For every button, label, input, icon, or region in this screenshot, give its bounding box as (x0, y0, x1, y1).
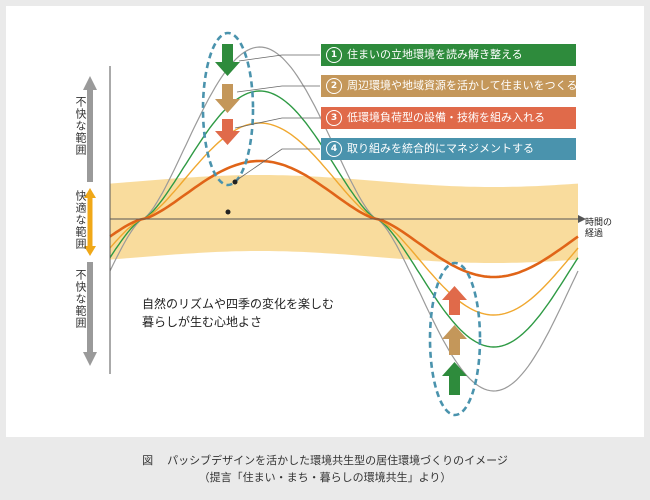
step-2-label: 周辺環境や地域資源を活かして住まいをつくる (347, 79, 576, 92)
leader-step1 (238, 54, 320, 62)
leader-step3 (234, 117, 320, 129)
peak-arrows (215, 44, 240, 145)
figure-title: パッシブデザインを活かした環境共生型の居住環境づくりのイメージ (167, 454, 508, 467)
step-3-label: 低環境負荷型の設備・技術を組み入れる (347, 111, 545, 124)
figure-caption: 図パッシブデザインを活かした環境共生型の居住環境づくりのイメージ （提言「住まい… (0, 452, 650, 486)
step-3-number: 3 (326, 110, 342, 126)
time-axis-label: 時間の 経過 (585, 218, 612, 240)
curve-step1 (109, 90, 579, 348)
diagram-panel: 不快な範囲 快適な範囲 不快な範囲 1 住まいの立地環境を読み解き整える 2 周… (6, 6, 644, 437)
step-4: 4 取り組みを統合的にマネジメントする (321, 138, 576, 160)
diagram-canvas (83, 31, 586, 417)
figure-source: （提言「住まい・まち・暮らしの環境共生」より） (198, 471, 452, 484)
axis-label-upper: 不快な範囲 (74, 96, 87, 156)
down-arrow-green (215, 44, 240, 76)
axis-lower-arrowhead (83, 352, 97, 366)
dot-peak (232, 179, 238, 185)
dashed-ellipse-trough (428, 261, 482, 417)
curve-unmanaged (109, 46, 579, 392)
step-3: 3 低環境負荷型の設備・技術を組み入れる (321, 107, 576, 129)
time-axis-arrowhead (578, 215, 586, 223)
axis-middle-arrowhead-up (84, 188, 96, 198)
step-4-number: 4 (326, 141, 342, 157)
step-1: 1 住まいの立地環境を読み解き整える (321, 44, 576, 66)
trough-arrows (442, 286, 467, 395)
curve-step3 (109, 159, 579, 279)
time-axis-label-line1: 時間の (585, 218, 613, 228)
down-arrow-orange (215, 119, 240, 145)
axis-label-lower: 不快な範囲 (74, 269, 87, 329)
up-arrow-tan (442, 325, 467, 355)
leader-step4 (233, 148, 320, 183)
axis-upper-arrowhead (83, 76, 97, 90)
figure-label: 図 (142, 454, 154, 467)
step-2-number: 2 (326, 78, 342, 94)
axis-label-middle: 快適な範囲 (74, 190, 87, 250)
step-2: 2 周辺環境や地域資源を活かして住まいをつくる (321, 75, 576, 97)
axis-middle-arrowhead-down (84, 246, 96, 256)
step-4-label: 取り組みを統合的にマネジメントする (347, 142, 534, 155)
axis-arrows (83, 76, 97, 366)
down-arrow-tan (215, 84, 240, 113)
up-arrow-orange (442, 286, 467, 315)
comfort-note-line1: 自然のリズムや四季の変化を楽しむ (142, 297, 335, 311)
leader-lines (233, 54, 320, 183)
comfort-note-line2: 暮らしが生む心地よさ (142, 315, 263, 329)
up-arrow-green (442, 362, 467, 395)
time-axis-label-line2: 経過 (585, 229, 604, 239)
step-1-label: 住まいの立地環境を読み解き整える (347, 48, 523, 61)
curve-step2 (109, 122, 579, 316)
leader-step2 (236, 85, 320, 93)
dot-comfort (225, 209, 231, 215)
comfort-note: 自然のリズムや四季の変化を楽しむ 暮らしが生む心地よさ (142, 295, 334, 331)
step-1-number: 1 (326, 47, 342, 63)
dashed-ellipse-peak (201, 31, 255, 187)
